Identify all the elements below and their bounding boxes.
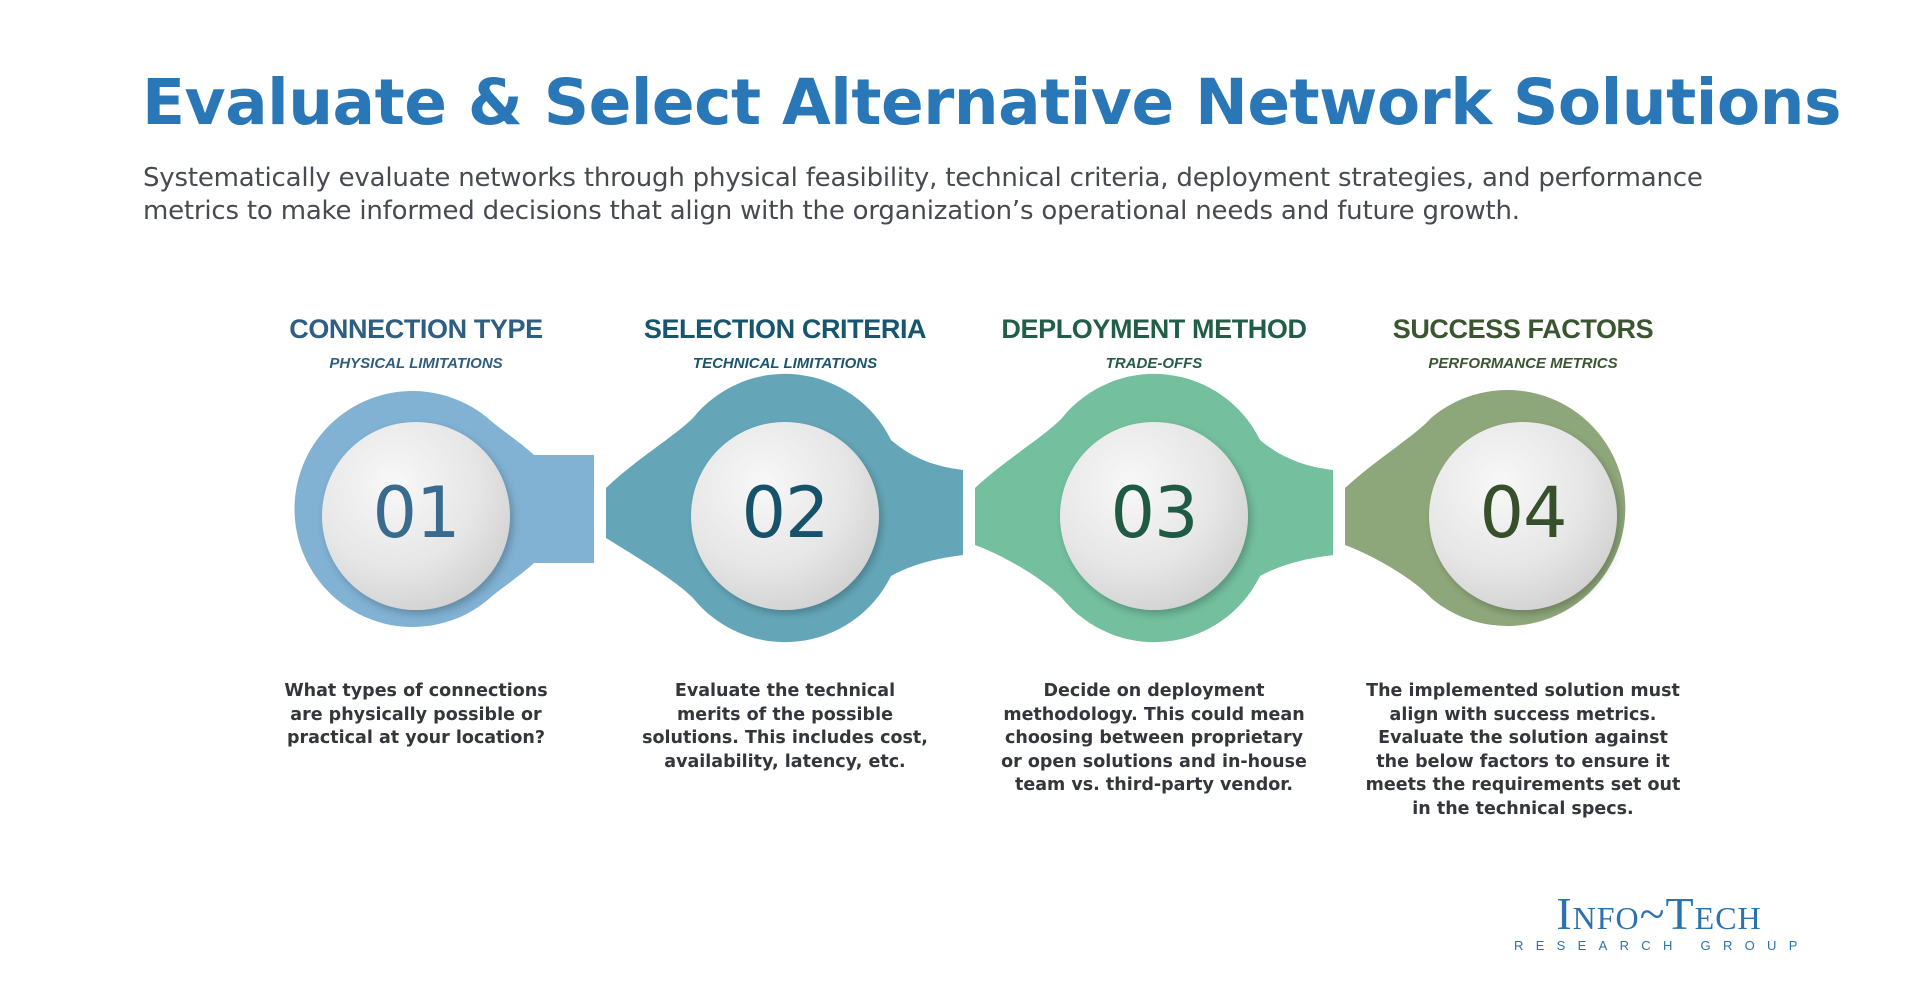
description-line: availability, latency, etc. xyxy=(664,751,906,772)
description-line: align with success metrics. xyxy=(1389,704,1657,725)
logo-tagline: RESEARCH GROUP xyxy=(1514,938,1810,953)
step-01-subheading: PHYSICAL LIMITATIONS xyxy=(329,355,503,372)
step-01-description: What types of connections are physically… xyxy=(256,680,576,751)
description-line: Evaluate the solution against xyxy=(1378,728,1668,748)
step-01-heading: CONNECTION TYPE xyxy=(289,314,543,344)
step-02-header: SELECTION CRITERIA TECHNICAL LIMITATIONS xyxy=(600,300,970,372)
description-line: are physically possible or xyxy=(290,704,542,725)
step-03-node xyxy=(975,373,1333,643)
step-04-subheading: PERFORMANCE METRICS xyxy=(1428,355,1618,372)
description-line: in the technical specs. xyxy=(1412,798,1634,819)
page-title: Evaluate & Select Alternative Network So… xyxy=(142,66,1842,139)
step-04-description: The implemented solution must align with… xyxy=(1363,680,1683,821)
subtitle-line: Systematically evaluate networks through… xyxy=(143,163,1703,193)
info-tech-logo: Info~Tech RESEARCH GROUP xyxy=(1514,888,1810,954)
step-04-disc xyxy=(1429,422,1617,610)
step-03-number: 03 xyxy=(1110,472,1198,554)
description-line: or open solutions and in-house xyxy=(1001,751,1307,772)
description-line: meets the requirements set out xyxy=(1365,775,1681,795)
description-line: team vs. third-party vendor. xyxy=(1014,775,1294,795)
step-02-disc xyxy=(691,422,879,610)
step-04-number: 04 xyxy=(1479,472,1567,554)
step-01-header: CONNECTION TYPE PHYSICAL LIMITATIONS xyxy=(231,300,601,372)
description-line: The implemented solution must xyxy=(1366,681,1680,701)
description-line: the below factors to ensure it xyxy=(1376,751,1670,772)
description-line: merits of the possible xyxy=(677,704,893,725)
subtitle-line: metrics to make informed decisions that … xyxy=(143,196,1520,226)
step-03-disc xyxy=(1060,422,1248,610)
step-03-header: DEPLOYMENT METHOD TRADE-OFFS xyxy=(969,300,1339,372)
description-line: practical at your location? xyxy=(286,728,546,748)
step-01-disc xyxy=(322,422,510,610)
logo-wordmark: Info~Tech xyxy=(1556,888,1762,939)
description-line: methodology. This could mean xyxy=(1003,704,1305,725)
description-line: What types of connections xyxy=(284,681,548,701)
step-02-node xyxy=(606,373,963,643)
step-02-number: 02 xyxy=(741,472,829,554)
description-line: choosing between proprietary xyxy=(1004,728,1303,748)
step-04-node xyxy=(1345,390,1626,626)
step-02-heading: SELECTION CRITERIA xyxy=(643,314,927,344)
step-03-heading: DEPLOYMENT METHOD xyxy=(1001,314,1307,344)
step-01-number: 01 xyxy=(372,472,460,554)
page-subtitle: Systematically evaluate networks through… xyxy=(143,162,1803,228)
step-03-description: Decide on deployment methodology. This c… xyxy=(994,680,1314,798)
description-line: Evaluate the technical xyxy=(674,681,896,701)
step-02-description: Evaluate the technical merits of the pos… xyxy=(625,680,945,774)
step-02-subheading: TECHNICAL LIMITATIONS xyxy=(692,355,878,372)
step-03-subheading: TRADE-OFFS xyxy=(1105,355,1203,372)
step-01-node xyxy=(294,391,594,628)
description-line: solutions. This includes cost, xyxy=(642,728,928,748)
step-04-heading: SUCCESS FACTORS xyxy=(1392,314,1654,344)
description-line: Decide on deployment xyxy=(1043,681,1265,701)
step-04-header: SUCCESS FACTORS PERFORMANCE METRICS xyxy=(1338,300,1708,372)
